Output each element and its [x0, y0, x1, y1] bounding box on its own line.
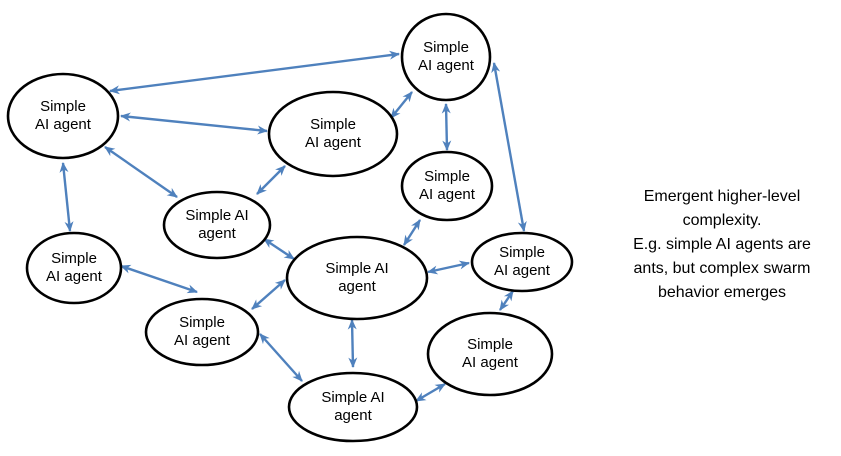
agent-ellipse-lower-left [144, 297, 260, 367]
connector-arrow-center-right [427, 260, 470, 275]
connector-arrow-uppermiddle-center [402, 219, 422, 246]
agent-ellipse-right [470, 231, 574, 293]
agent-ellipse-left-middle [162, 190, 272, 260]
connector-arrow-bottomcenter-bottomright [415, 382, 446, 403]
connector-arrow-left-top [109, 50, 400, 95]
connector-arrow-top-right [491, 62, 527, 232]
connector-arrow-lowerleft-center [251, 279, 286, 310]
connector-arrow-lowerleft-bottomcenter [259, 333, 303, 382]
agent-ellipse-bottom-right [426, 311, 554, 397]
agent-ellipse-upper-middle [400, 150, 494, 222]
agent-ellipse-top [400, 12, 492, 102]
connector-arrow-leftmiddle-center [263, 238, 295, 260]
agent-ellipse-mid-upper [267, 90, 399, 178]
connector-arrow-left-bottomleft [59, 162, 74, 232]
connector-arrow-top-uppermiddle [441, 103, 452, 151]
connector-arrow-midupper-leftmiddle [256, 165, 286, 195]
connector-arrow-midupper-top [390, 91, 413, 119]
agent-ellipse-bottom-left [25, 231, 123, 305]
connector-arrow-bottomleft-lowerleft [120, 264, 198, 294]
connector-arrow-left-leftmiddle [104, 146, 178, 198]
agent-ellipse-center [285, 235, 429, 321]
connector-arrow-right-bottomright [499, 290, 514, 311]
annotation-text: Emergent higher-level complexity. E.g. s… [633, 188, 811, 301]
agent-ellipse-bottom-center [287, 371, 419, 443]
agent-ellipse-left [6, 72, 120, 160]
connector-arrow-left-midupper [120, 112, 268, 135]
connector-arrow-center-bottomcenter [347, 319, 358, 368]
